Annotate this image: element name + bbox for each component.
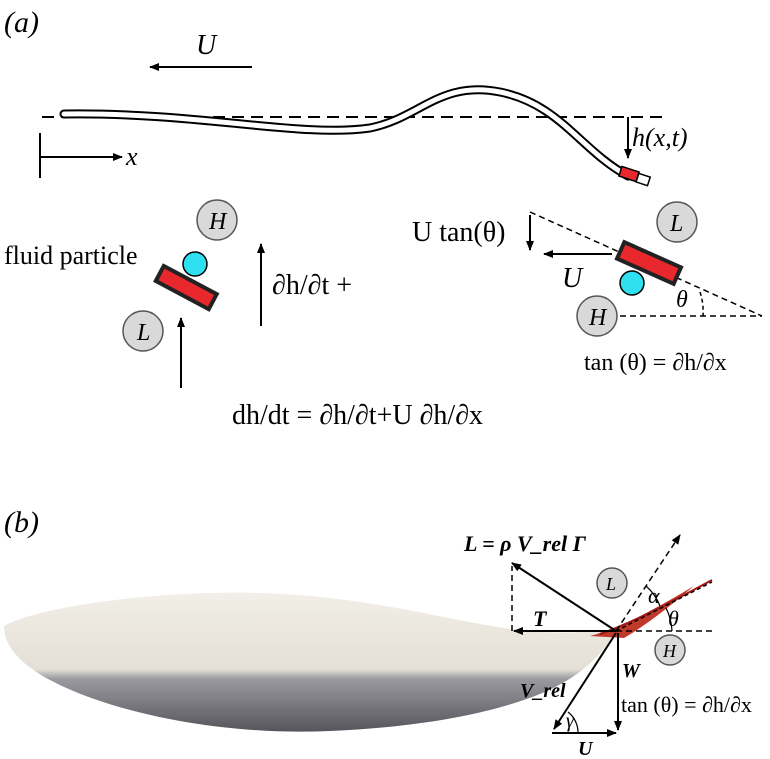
gamma-label: γ [566,710,575,732]
filament-tip-red [617,165,641,183]
w-label: W [622,660,641,682]
high-pressure-label-right: H [588,305,608,331]
lift-vector [511,562,617,632]
high-pressure-circle-right [576,295,618,337]
low-pressure-circle-left [122,310,164,352]
low-pressure-circle-b [596,567,628,599]
low-pressure-label-b: L [605,574,616,594]
alpha-arc [645,585,661,607]
high-pressure-circle-b [654,634,686,666]
x-axis-label: x [125,142,138,171]
high-pressure-circle-left [196,199,238,241]
slope-dashed-line [529,211,763,317]
u-label-b: U [578,738,594,759]
theta-label-a: θ [676,287,688,313]
lift-equation: L = ρ V_rel Γ [463,531,587,556]
partial-dhdt-label: ∂h/∂t + [272,270,352,301]
low-pressure-circle-right [656,201,698,243]
fluid-particle-dot-left [182,251,208,277]
v-rel-vector [553,632,617,730]
panel-b-label: (b) [4,506,39,539]
tan-relation-a: tan (θ) = ∂h/∂x [584,350,727,376]
theta-arc-a [699,291,704,317]
tan-relation-b: tan (θ) = ∂h/∂x [621,692,752,717]
u-tan-theta-label: U tan(θ) [412,217,506,248]
thrust-label: T [533,606,548,631]
gamma-arc [567,711,579,734]
material-derivative-equation: dh/dt = ∂h/∂t+U ∂h/∂x [232,400,483,431]
plate-left [153,263,220,312]
high-pressure-label-left: H [208,209,228,235]
fish-body [4,592,616,732]
fin-tip-stroke [599,579,713,635]
u-label-right: U [562,263,584,294]
low-pressure-label-right: L [669,211,683,237]
v-rel-label: V_rel [520,680,566,702]
deflection-label: h(x,t) [632,123,688,152]
filament-body [61,87,631,179]
low-pressure-label-left: L [136,320,150,346]
alpha-label: α [648,583,660,608]
flow-speed-label: U [196,30,218,61]
plate-right [614,239,684,287]
fluid-particle-dot-right [619,270,645,296]
tip-slope-dashed [615,581,713,632]
high-pressure-label-b: H [662,641,677,661]
theta-label-b: θ [668,606,679,631]
theta-arc-b [665,607,673,632]
filament-end [635,172,652,187]
fluid-particle-label: fluid particle [4,241,138,270]
filament-outline [59,85,633,181]
panel-a-label: (a) [4,6,39,39]
